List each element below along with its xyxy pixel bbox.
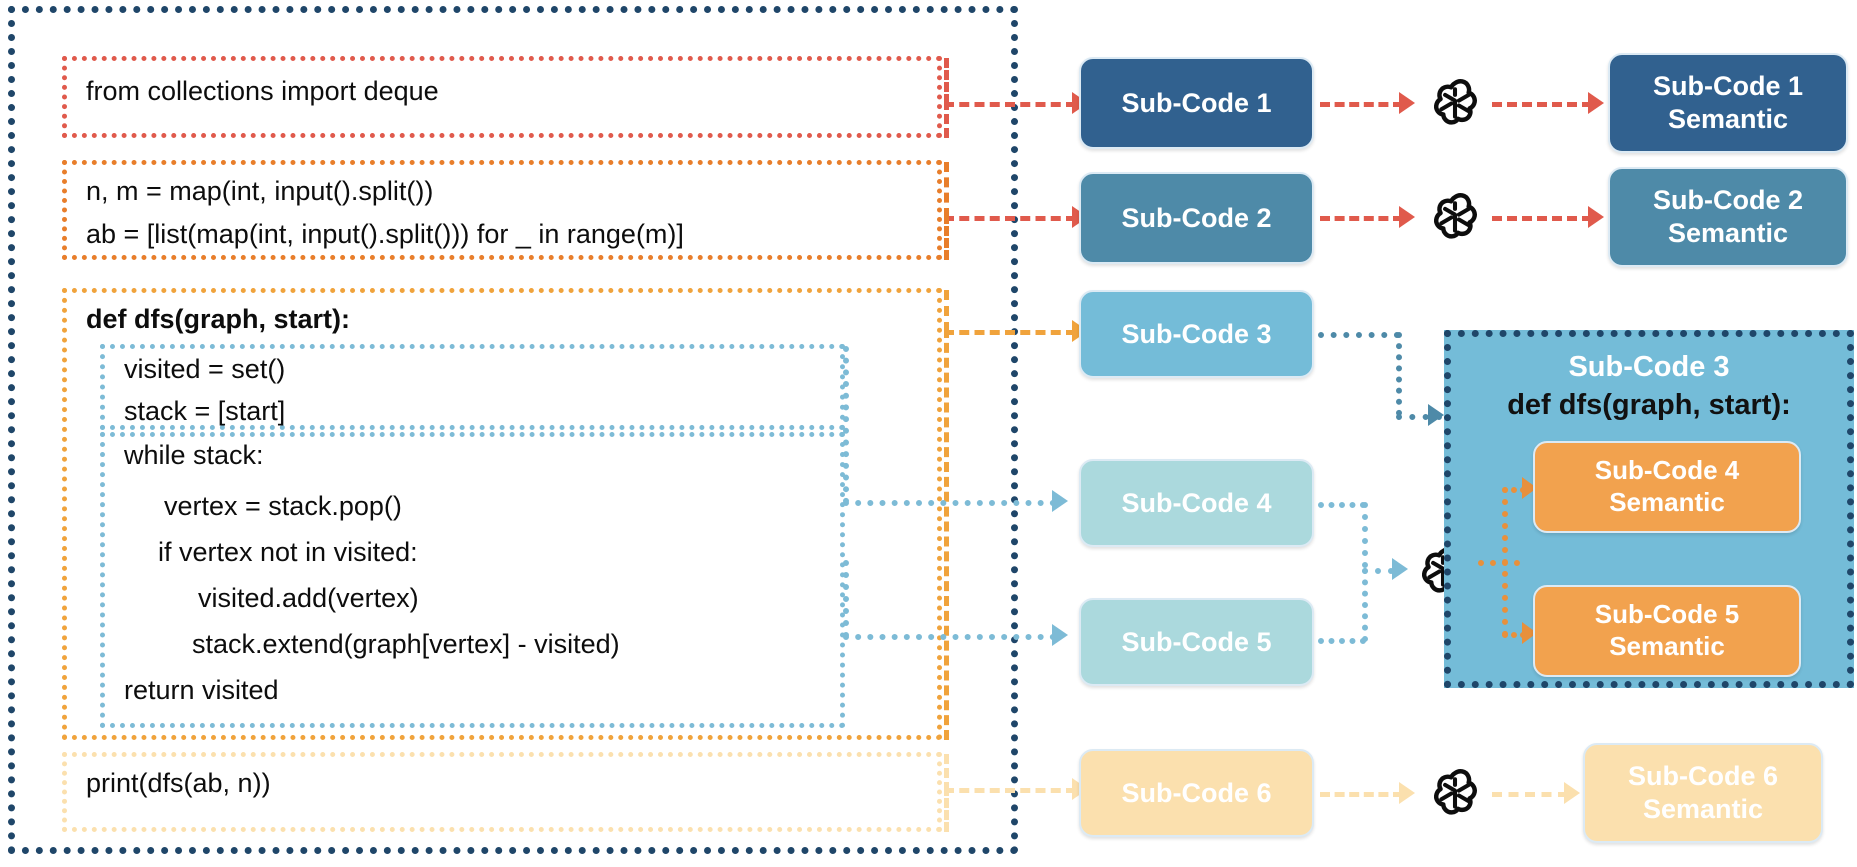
connector-llm-to-s6-arrowhead — [1564, 782, 1580, 804]
node-sub-code-2-semantic[interactable]: Sub-Code 2 Semantic — [1608, 167, 1848, 267]
semantic-4-line1: Sub-Code 4 — [1594, 455, 1740, 486]
outer-program-frame — [8, 6, 1018, 854]
node-sub-code-1-semantic[interactable]: Sub-Code 1 Semantic — [1608, 53, 1848, 153]
connector-n2-to-llm-arrowhead — [1399, 206, 1415, 228]
connector-seg5-arrowhead — [1052, 624, 1068, 646]
connector-n45-arrowhead — [1392, 558, 1408, 580]
openai-logo-icon — [1424, 762, 1486, 824]
connector-n4-vertical — [1362, 502, 1368, 568]
code-line-visited: visited = set() — [124, 354, 286, 384]
connector-seg3-vertical — [944, 290, 949, 332]
connector-seg4-vertical — [843, 346, 849, 504]
connector-n2-to-llm — [1320, 216, 1403, 221]
code-segment-1-box — [62, 56, 942, 138]
connector-panel-spine — [1502, 487, 1508, 637]
node-sub-code-2[interactable]: Sub-Code 2 — [1079, 172, 1314, 264]
code-line-print: print(dfs(ab, n)) — [86, 768, 271, 798]
semantic-5-line2: Semantic — [1609, 631, 1725, 661]
semantic-4-line2: Semantic — [1609, 487, 1725, 517]
node-sub-code-5-semantic[interactable]: Sub-Code 5 Semantic — [1533, 585, 1801, 677]
connector-n1-to-llm — [1320, 102, 1403, 107]
code-line-extend: stack.extend(graph[vertex] - visited) — [192, 629, 620, 659]
node-sub-code-4[interactable]: Sub-Code 4 — [1079, 459, 1314, 547]
connector-panel-to-s4 — [1502, 487, 1526, 493]
connector-seg3-vertical-lower — [944, 328, 949, 740]
openai-logo-icon — [1424, 72, 1486, 134]
semantic-2-line2: Semantic — [1667, 218, 1789, 248]
node-sub-code-4-semantic[interactable]: Sub-Code 4 Semantic — [1533, 441, 1801, 533]
connector-seg5-vertical — [843, 560, 849, 638]
semantic-6-line1: Sub-Code 6 — [1627, 761, 1778, 792]
connector-n3-horizontal-2 — [1396, 414, 1442, 420]
code-segment-6-box — [62, 752, 942, 832]
semantic-5-line1: Sub-Code 5 — [1594, 599, 1740, 630]
connector-seg4-arrowhead — [1052, 490, 1068, 512]
code-line-while: while stack: — [124, 440, 264, 470]
code-segment-5-box — [100, 432, 845, 728]
node-sub-code-1[interactable]: Sub-Code 1 — [1079, 57, 1314, 149]
semantic-6-line2: Semantic — [1642, 794, 1764, 824]
connector-llm-to-s2-arrowhead — [1588, 206, 1604, 228]
connector-n3-arrowhead — [1428, 404, 1444, 426]
connector-seg2-vertical — [944, 162, 949, 218]
connector-n1-to-llm-arrowhead — [1399, 92, 1415, 114]
code-line-vertex: vertex = stack.pop() — [164, 491, 402, 521]
connector-n45-merge — [1362, 568, 1394, 574]
connector-n4-horizontal — [1318, 502, 1366, 508]
connector-seg2-vertical-lower — [944, 214, 949, 260]
connector-llm-to-s2 — [1492, 216, 1592, 221]
code-line-ab: ab = [list(map(int, input().split())) fo… — [86, 219, 684, 249]
connector-panel-to-s5 — [1502, 632, 1526, 638]
semantic-2-line1: Sub-Code 2 — [1652, 185, 1803, 216]
node-sub-code-5[interactable]: Sub-Code 5 — [1079, 598, 1314, 686]
node-sub-code-6-semantic[interactable]: Sub-Code 6 Semantic — [1583, 743, 1823, 843]
code-line-import: from collections import deque — [86, 76, 439, 106]
code-line-return: return visited — [124, 675, 279, 705]
code-line-nm: n, m = map(int, input().split()) — [86, 176, 434, 206]
connector-n5-horizontal — [1318, 638, 1366, 644]
code-segment-3-box — [62, 288, 942, 740]
connector-seg1-horizontal — [944, 102, 1076, 107]
panel-sub-code-3-title: Sub-Code 3 — [1568, 351, 1730, 383]
semantic-1-line1: Sub-Code 1 — [1652, 71, 1803, 102]
connector-seg6-horizontal — [944, 788, 1076, 793]
panel-sub-code-3-signature: def dfs(graph, start): — [1507, 389, 1791, 421]
code-line-stack: stack = [start] — [124, 396, 286, 426]
connector-seg2-horizontal — [944, 216, 1076, 221]
connector-n3-vertical — [1396, 332, 1402, 416]
connector-n6-to-llm-arrowhead — [1399, 782, 1415, 804]
connector-seg5-horizontal — [843, 634, 1056, 640]
connector-seg4-horizontal — [843, 500, 1056, 506]
connector-n6-to-llm — [1320, 792, 1403, 797]
connector-llm-to-panel — [1478, 560, 1520, 566]
connector-seg3-horizontal — [944, 330, 1076, 335]
semantic-1-line2: Semantic — [1667, 104, 1789, 134]
connector-llm-to-s1 — [1492, 102, 1592, 107]
code-line-if: if vertex not in visited: — [158, 537, 418, 567]
code-segment-4-box — [100, 344, 845, 430]
connector-n5-vertical — [1362, 568, 1368, 642]
openai-logo-icon — [1424, 186, 1486, 248]
connector-seg6-vertical — [944, 754, 949, 792]
code-line-add: visited.add(vertex) — [198, 583, 419, 613]
node-sub-code-3[interactable]: Sub-Code 3 — [1079, 290, 1314, 378]
connector-seg6-vertical-lower — [944, 786, 949, 832]
code-segment-2-box — [62, 160, 942, 260]
connector-seg1-vertical-lower — [944, 100, 949, 138]
node-sub-code-6[interactable]: Sub-Code 6 — [1079, 749, 1314, 837]
connector-llm-to-s1-arrowhead — [1588, 92, 1604, 114]
connector-seg1-vertical — [944, 58, 949, 104]
code-line-def: def dfs(graph, start): — [86, 304, 351, 334]
connector-llm-to-s6 — [1492, 792, 1568, 797]
connector-n3-horizontal — [1318, 332, 1400, 338]
